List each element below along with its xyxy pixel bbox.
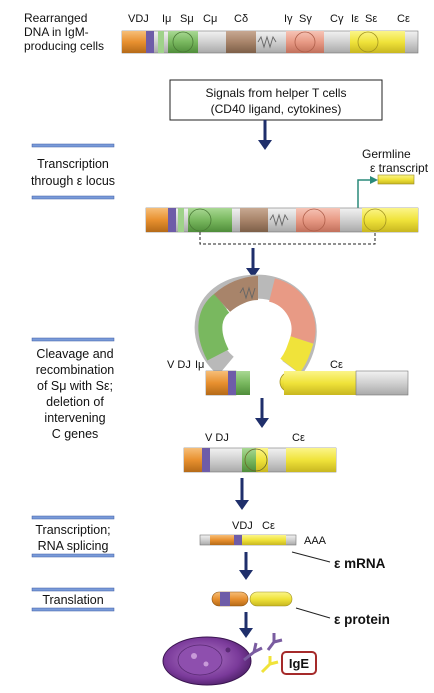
step2-line-6: C genes	[52, 427, 99, 441]
seg-label-sepsilon: Sε	[365, 13, 377, 25]
vdj-segment	[122, 31, 146, 53]
ige-label: IgE	[289, 656, 310, 671]
signals-box: Signals from helper T cells (CD40 ligand…	[169, 79, 383, 121]
step1-line-1: Transcription	[37, 157, 109, 171]
seg-label-vdj: VDJ	[128, 13, 149, 25]
rearranged-label-line-3: producing cells	[24, 39, 104, 53]
step2-line-1: Cleavage and	[36, 347, 113, 361]
rearranged-label-line-1: Rearranged	[24, 11, 87, 25]
mrna-label-vdj: VDJ	[232, 520, 253, 532]
smu-switch-region	[172, 31, 194, 53]
ige-antibodies: IgE	[243, 633, 317, 675]
cdelta-segment	[226, 31, 256, 53]
seg-label-smu: Sμ	[180, 13, 194, 25]
seg-label-iepsilon: Iε	[351, 13, 359, 25]
step4-label: Translation	[42, 593, 103, 607]
germline-transcript: Germline ε transcript	[357, 147, 429, 208]
loop-label-imu: Iμ	[195, 359, 204, 371]
dna-strand-top	[121, 30, 419, 54]
seg-label-sgamma: Sγ	[299, 13, 312, 25]
protein: ε protein	[211, 591, 390, 627]
switch-loop: Iμ V DJ Cε	[167, 274, 409, 396]
seg-label-imu: Iμ	[162, 13, 171, 25]
step2-line-2: recombination	[36, 363, 115, 377]
step2-line-3: of Sμ with Sε;	[37, 379, 113, 393]
protein-label: ε protein	[334, 612, 390, 627]
recombination-bracket	[199, 232, 376, 245]
cgamma-segment	[286, 31, 324, 53]
seg-label-igamma: Iγ	[284, 13, 293, 25]
germline-transcript-bar	[377, 174, 415, 185]
vdj-j-band	[146, 31, 154, 53]
mrna-label-ceps: Cε	[262, 520, 275, 532]
step-translation: Translation	[31, 587, 115, 612]
loop-label-ceps: Cε	[330, 359, 343, 371]
step-transcription-splicing: Transcription; RNA splicing	[31, 515, 115, 558]
segment-labels-top: VDJ Iμ Sμ Cμ Cδ Iγ Sγ Cγ Iε Sε Cε	[128, 13, 410, 25]
signals-line-1: Signals from helper T cells	[206, 86, 347, 100]
signals-line-2: (CD40 ligand, cytokines)	[211, 102, 342, 116]
step2-line-5: intervening	[44, 411, 105, 425]
step2-line-4: deletion of	[46, 395, 104, 409]
dna-strand-step1	[145, 207, 419, 245]
ige-badge	[281, 651, 317, 675]
step-transcription-locus: Transcription through ε locus	[31, 143, 115, 200]
mrna: VDJ Cε AAA ε mRNA	[199, 520, 386, 571]
seg-label-cepsilon: Cε	[397, 13, 410, 25]
seg-label-cdelta: Cδ	[234, 13, 248, 25]
loop-label-vdj: V DJ	[167, 359, 191, 371]
recombined-label-vdj: V DJ	[205, 432, 229, 444]
seg-label-cmu: Cμ	[203, 13, 217, 25]
mrna-product-label: ε mRNA	[334, 556, 386, 571]
step-cleavage: Cleavage and recombination of Sμ with Sε…	[31, 337, 115, 441]
recombined-label-ceps: Cε	[292, 432, 305, 444]
rearranged-dna-label: Rearranged DNA in IgM- producing cells	[24, 11, 104, 53]
step3-line-1: Transcription;	[35, 523, 110, 537]
seg-label-cgamma: Cγ	[330, 13, 344, 25]
rearranged-label-line-2: DNA in IgM-	[24, 25, 89, 39]
cepsilon-segment	[350, 31, 405, 53]
mrna-polya: AAA	[304, 535, 327, 547]
germline-line-1: Germline	[362, 147, 411, 161]
germline-line-2: ε transcript	[370, 161, 429, 175]
cmu-segment	[168, 31, 198, 53]
plasma-cell	[162, 636, 252, 686]
step3-line-2: RNA splicing	[38, 539, 109, 553]
step1-line-2: through ε locus	[31, 174, 115, 188]
dna-strand-recombined: V DJ Cε	[183, 432, 337, 473]
